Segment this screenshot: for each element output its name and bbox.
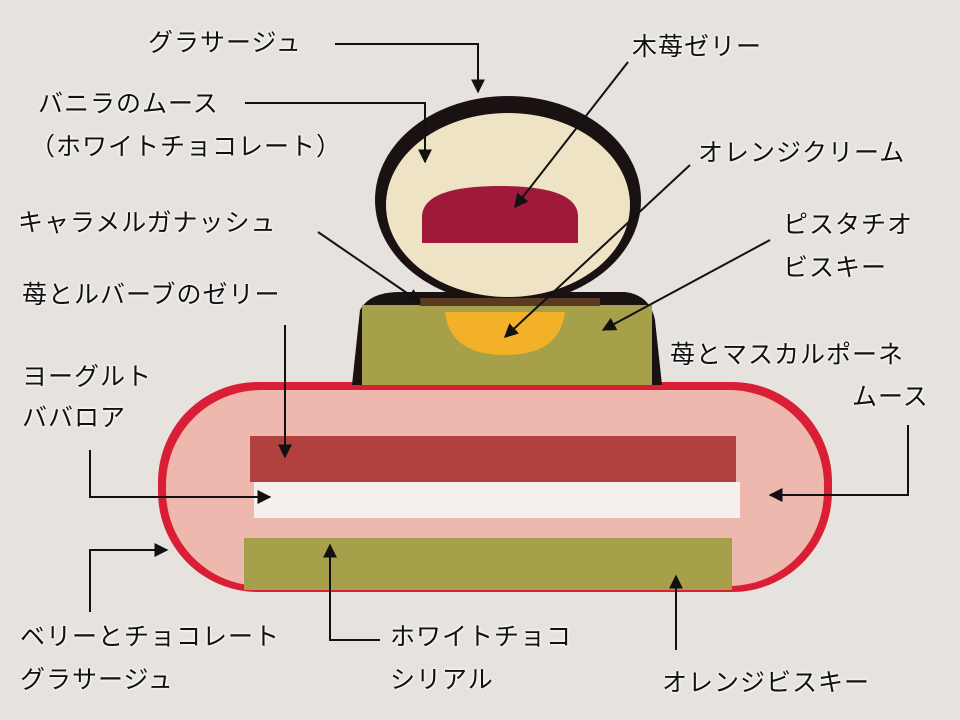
label-pistachio: ピスタチオ (783, 210, 914, 239)
raspberry-jelly-layer (422, 186, 578, 243)
label-raspberry-jelly: 木苺ゼリー (632, 32, 763, 61)
label-vanilla-mousse: バニラのムース (38, 89, 219, 118)
rhubarb-jelly-layer (250, 436, 736, 482)
label-mascarpone-mousse: ムース (852, 382, 929, 411)
label-yogurt: ヨーグルト (22, 362, 153, 391)
label-vanilla-mousse-sub: （ホワイトチョコレート） (30, 132, 343, 161)
label-orange-cream: オレンジクリーム (698, 138, 906, 167)
yogurt-bavarois-layer (254, 482, 740, 518)
label-mascarpone: 苺とマスカルポーネ (670, 340, 905, 369)
label-pistachio-biscuit: ビスキー (783, 253, 888, 282)
label-berry-glacage: グラサージュ (20, 665, 174, 694)
label-orange-biscuit: オレンジビスキー (662, 668, 871, 697)
label-glacage: グラサージュ (148, 28, 302, 57)
label-white-choco: ホワイトチョコ (390, 622, 573, 651)
label-rhubarb-jelly: 苺とルバーブのゼリー (22, 280, 281, 309)
bottom-cake (158, 382, 832, 592)
top-cake (352, 96, 662, 385)
orange-biscuit-layer (244, 538, 732, 590)
leader-lines (89, 43, 909, 650)
label-caramel-ganache: キャラメルガナッシュ (18, 208, 277, 237)
label-berry-chocolate: ベリーとチョコレート (20, 622, 281, 651)
caramel-ganache-layer (420, 298, 600, 306)
label-bavarois: ババロア (22, 403, 127, 432)
label-cereal: シリアル (390, 665, 494, 694)
